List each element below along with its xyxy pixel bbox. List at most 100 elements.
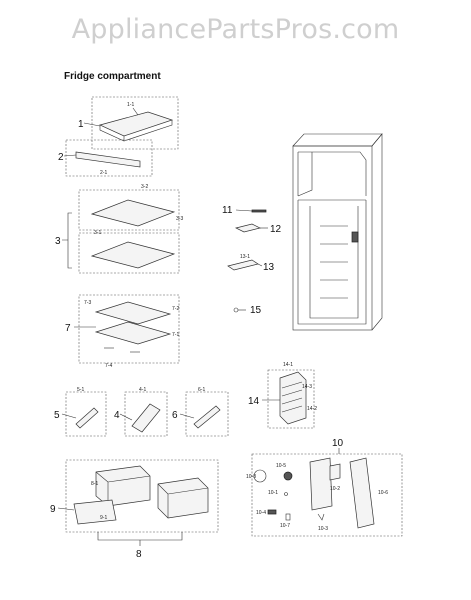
part-4-box xyxy=(124,391,168,437)
cabinet-top xyxy=(292,133,383,147)
part-7-box xyxy=(78,294,180,364)
part-4-leader xyxy=(119,413,133,421)
part-5-group: 5 5-1 xyxy=(54,387,107,437)
part-15 xyxy=(233,307,239,313)
part-3-group: 3 3-2 3-3 3-1 xyxy=(55,184,183,274)
part-14-coils xyxy=(281,381,303,413)
label-10-5: 10-5 xyxy=(276,463,286,469)
label-7-4: 7-4 xyxy=(105,363,112,369)
label-2-1: 2-1 xyxy=(100,170,107,176)
watermark: AppliancePartsPros.com xyxy=(71,14,400,45)
part-1-1-leader xyxy=(132,107,139,116)
part-6-box xyxy=(185,391,229,437)
label-14-1: 14-1 xyxy=(283,362,293,368)
section-heading: Fridge compartment xyxy=(64,71,161,82)
label-10-4: 10-4 xyxy=(256,510,266,516)
part-11 xyxy=(251,209,267,213)
part-7-cover-glass xyxy=(94,301,172,325)
part-4-bracket xyxy=(131,403,161,433)
part-8-drawer-left-edge xyxy=(95,471,151,506)
part-3-shelf-lower xyxy=(90,241,176,269)
part-3-box-lower xyxy=(78,232,180,274)
label-9-1: 9-1 xyxy=(100,515,107,521)
fridge-cabinet xyxy=(292,133,383,331)
label-10-1: 10-1 xyxy=(268,490,278,496)
label-7-3: 7-3 xyxy=(84,300,91,306)
part-14-box xyxy=(267,369,315,429)
part-10-housing xyxy=(309,457,333,511)
label-5: 5 xyxy=(54,410,60,421)
label-8-1: 8-1 xyxy=(91,481,98,487)
label-14-3: 14-3 xyxy=(302,384,312,390)
part-10-5-bulb xyxy=(283,471,293,481)
control-box xyxy=(351,231,359,243)
part-14-group: 14 14-1 14-3 14-2 xyxy=(248,362,317,429)
part-8-drawer-right xyxy=(157,477,209,519)
label-8: 8 xyxy=(136,549,142,560)
part-8-drawer-right-edge xyxy=(157,483,209,518)
part-8-drawer-left xyxy=(95,465,151,507)
part-8-bracket xyxy=(97,532,183,546)
label-2: 2 xyxy=(58,152,64,163)
part-4-group: 4 4-1 xyxy=(114,387,168,437)
part-9-leader xyxy=(57,507,75,511)
part-9-front xyxy=(73,499,117,525)
part-10-2 xyxy=(329,463,341,481)
parts-11-15-group: 11 12 13-1 13 15 xyxy=(222,205,282,316)
label-1-1: 1-1 xyxy=(127,102,134,108)
cabinet-side xyxy=(371,133,383,331)
part-7-group: 7 7-3 7-2 7-1 7-4 xyxy=(65,294,180,369)
fridge-interior xyxy=(297,199,367,325)
label-13: 13 xyxy=(263,262,275,273)
part-3-shelf-upper xyxy=(90,199,176,227)
part-10-box xyxy=(251,453,403,537)
part-1-tray xyxy=(98,111,174,137)
label-5-1: 5-1 xyxy=(77,387,84,393)
label-14: 14 xyxy=(248,396,260,407)
freezer-interior xyxy=(297,151,367,197)
label-9: 9 xyxy=(50,504,56,515)
label-6: 6 xyxy=(172,410,178,421)
label-13-1: 13-1 xyxy=(240,254,250,260)
label-14-2: 14-2 xyxy=(307,406,317,412)
part-6-leader xyxy=(179,413,195,419)
label-10: 10 xyxy=(332,438,344,449)
part-1-leader xyxy=(83,122,101,127)
part-10-8-cover xyxy=(253,469,267,483)
part-13-leader xyxy=(257,263,263,267)
part-10-6-panel xyxy=(349,457,375,529)
shelf-rails xyxy=(320,225,348,299)
part-1-box xyxy=(91,96,179,150)
part-5-bracket xyxy=(75,407,99,429)
part-2-bar xyxy=(75,151,141,168)
part-10-1 xyxy=(284,492,288,496)
part-10-7 xyxy=(285,513,291,521)
label-6-1: 6-1 xyxy=(198,387,205,393)
part-10-3 xyxy=(317,513,325,521)
label-10-3: 10-3 xyxy=(318,526,328,532)
label-11: 11 xyxy=(222,205,233,216)
label-4-1: 4-1 xyxy=(139,387,146,393)
label-7-2: 7-2 xyxy=(172,306,179,312)
part-10-4 xyxy=(267,509,277,515)
part-6-group: 6 6-1 xyxy=(172,387,229,437)
part-8-group: 8-1 9-1 9 8 xyxy=(50,459,219,560)
part-6-bracket xyxy=(193,405,221,429)
part-1-group: 1 1-1 xyxy=(78,96,179,150)
label-4: 4 xyxy=(114,410,120,421)
part-14-body xyxy=(279,371,307,425)
part-13 xyxy=(227,259,259,271)
label-12: 12 xyxy=(270,224,282,235)
part-7-cover-frame xyxy=(94,321,172,345)
part-3-box-upper xyxy=(78,189,180,231)
label-3-3: 3-3 xyxy=(176,216,183,222)
label-10-7: 10-7 xyxy=(280,523,290,529)
label-1: 1 xyxy=(78,119,84,130)
part-2-box xyxy=(65,139,153,177)
label-3-2: 3-2 xyxy=(141,184,148,190)
part-5-box xyxy=(65,391,107,437)
label-3-1: 3-1 xyxy=(94,230,101,236)
part-3-bracket xyxy=(62,212,72,269)
label-15: 15 xyxy=(250,305,262,316)
